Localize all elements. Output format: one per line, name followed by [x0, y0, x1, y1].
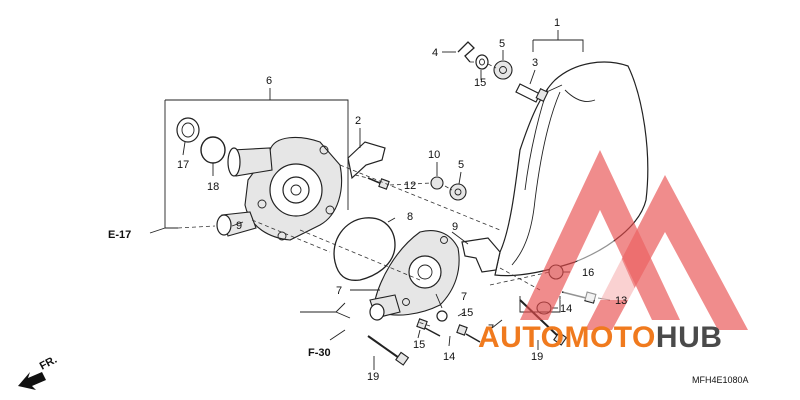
grommet-part-5-mid: [449, 183, 467, 201]
front-direction-arrow: [18, 372, 46, 390]
callout-5-mid: 5: [458, 159, 464, 171]
callout-18: 18: [207, 181, 219, 193]
callout-19-left: 19: [367, 371, 379, 383]
callout-7-center: 7: [461, 291, 467, 303]
seal-part-17: [176, 117, 200, 143]
bolt-part-14-mid: [456, 324, 481, 343]
pump-body-part-6: [216, 136, 343, 241]
callout-6: 6: [266, 75, 272, 87]
autohub-watermark-logo: [520, 150, 748, 330]
long-bolt-part-19-left: [367, 335, 410, 366]
callout-7-left: 7: [336, 285, 342, 297]
callout-7-right: 7: [488, 323, 494, 335]
callout-8: 8: [407, 211, 413, 223]
callout-5-top: 5: [499, 38, 505, 50]
bolt-part-3: [515, 83, 549, 103]
callout-12: 12: [404, 180, 416, 192]
gasket-part-8: [333, 217, 396, 281]
callout-17: 17: [177, 159, 189, 171]
watermark-brand-text: AUTOMOTOHUB: [478, 321, 722, 354]
leader-lines: [149, 30, 611, 370]
callout-4: 4: [432, 47, 438, 59]
callout-1: 1: [554, 17, 560, 29]
washer-part-15-left: [436, 310, 448, 322]
bracket-part-9: [461, 237, 501, 273]
bracket-part-2: [347, 141, 386, 180]
callout-15-mid: 15: [461, 307, 473, 319]
callout-3: 3: [532, 57, 538, 69]
callout-2: 2: [355, 115, 361, 127]
pump-cover-part-7: [369, 230, 460, 321]
callout-10: 10: [428, 149, 440, 161]
watermark-moto: MOTO: [564, 321, 655, 354]
collar-part-10: [430, 176, 444, 190]
watermark-auto: AUTO: [478, 321, 564, 354]
diagram-code: MFH4E1080A: [692, 375, 749, 385]
front-label: FR.: [38, 354, 59, 373]
assembly-guide-lines: [177, 61, 551, 327]
callout-14-right: 14: [560, 303, 572, 315]
callout-14-bottom: 14: [443, 351, 455, 363]
clip-part-4: [457, 41, 475, 63]
reference-f30: F-30: [308, 347, 331, 359]
callout-9-left: 9: [236, 220, 242, 232]
washer-part-15-top: [475, 54, 489, 70]
callout-16: 16: [582, 267, 594, 279]
callout-15-bottom: 15: [413, 339, 425, 351]
callout-13: 13: [615, 295, 627, 307]
callout-15-top: 15: [474, 77, 486, 89]
callout-19-right: 19: [531, 351, 543, 363]
callout-9-right: 9: [452, 221, 458, 233]
reference-e17: E-17: [108, 229, 131, 241]
watermark-hub: HUB: [656, 321, 723, 354]
bolt-part-14-left: [416, 318, 441, 337]
grommet-part-5-top: [493, 60, 513, 80]
group-bracket-6: [164, 99, 349, 229]
